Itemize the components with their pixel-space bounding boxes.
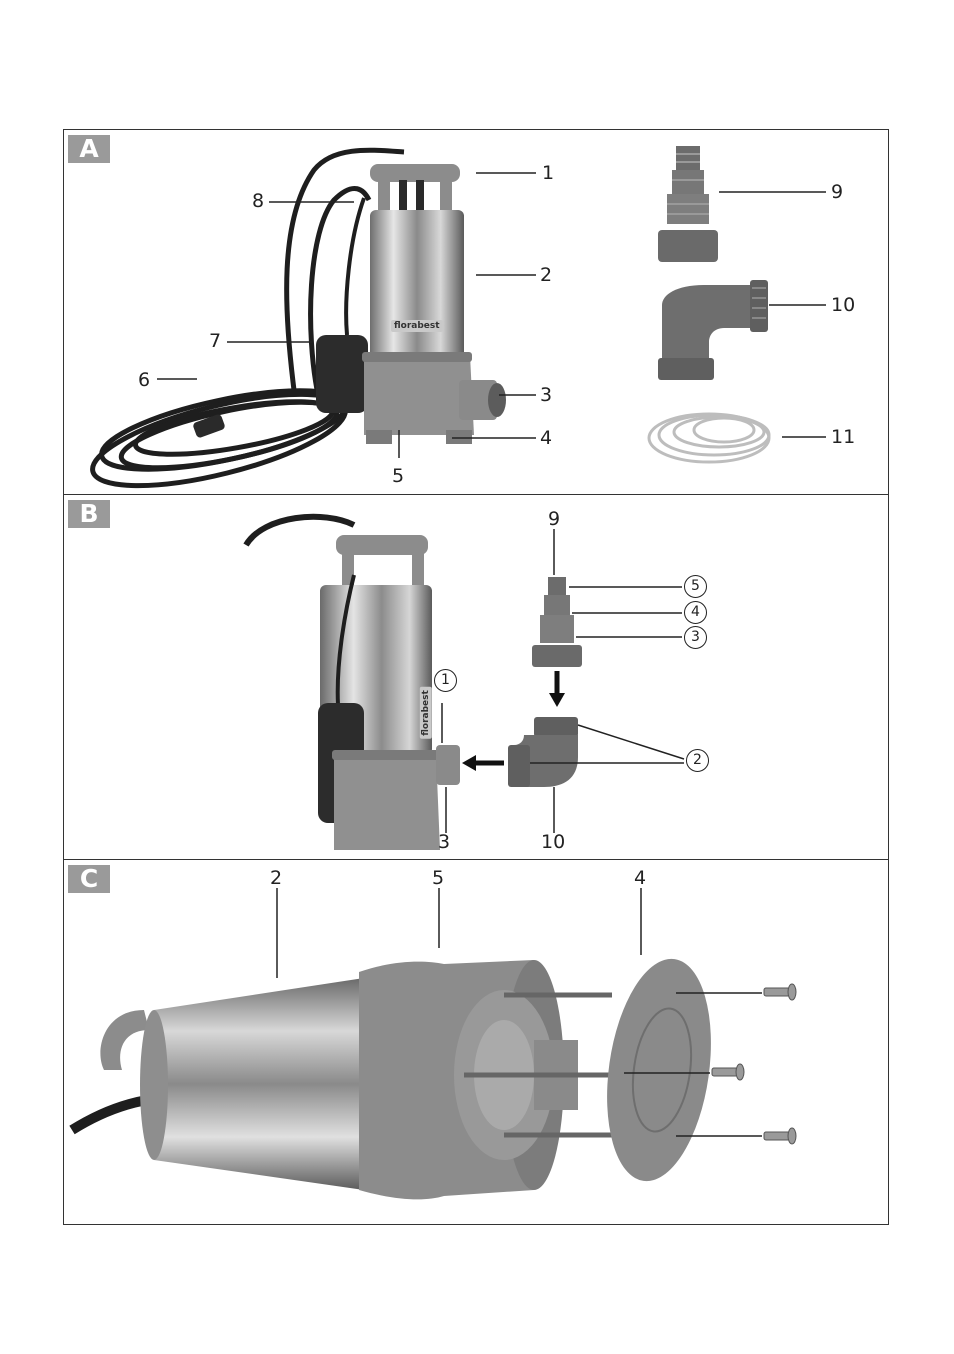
callout-circled-1: 1 [434,669,457,692]
leader-lines-b [441,529,685,833]
power-cable-coil [90,147,405,489]
panel-b-illustration [243,513,685,850]
pump-outlet [459,380,497,420]
pump-base [334,753,440,850]
panel-b: B [63,494,889,860]
leader-lines-c [276,888,762,1137]
hose-adapter-9 [532,577,582,667]
panel-c: C [63,859,889,1225]
brand-logo: florabest [391,320,443,332]
brand-logo: florabest [419,687,432,739]
callout-8: 8 [252,190,265,212]
cable [243,513,356,547]
callout-circled-5: 5 [684,575,707,598]
callout-5: 5 [432,867,445,889]
callout-5: 5 [392,465,405,487]
pump-outlet [436,745,460,785]
elbow-connector-10 [508,717,578,787]
callout-11: 11 [831,426,856,448]
callout-4: 4 [540,427,553,449]
callout-1: 1 [542,162,555,184]
callout-10: 10 [831,294,856,316]
pump-housing [154,978,364,1190]
arrow-down [549,693,565,707]
callout-2: 2 [540,264,553,286]
panel-letter-b: B [68,500,110,528]
carry-handle [370,164,460,182]
panel-letter-a: A [68,135,110,163]
panel-a: A [63,129,889,495]
callout-7: 7 [209,330,222,352]
callout-4: 4 [634,867,647,889]
panel-c-illustration [69,888,797,1200]
panel-letter-c: C [68,865,110,893]
bottom-plate [607,958,711,1182]
callout-3: 3 [438,831,451,853]
hose-adapter-9 [658,146,718,262]
arrow-left [462,755,476,771]
callout-circled-3: 3 [684,626,707,649]
callout-10: 10 [541,831,566,853]
panel-a-illustration [90,146,826,489]
callout-9: 9 [548,508,561,530]
leader-lines-a [157,172,826,458]
carry-handle [100,1010,149,1070]
callout-6: 6 [138,369,151,391]
elbow-connector-10 [658,280,768,380]
float-switch [316,335,368,413]
pump-base [364,355,474,435]
screws [711,983,797,1145]
pump-housing [370,210,464,360]
callout-circled-2: 2 [686,749,709,772]
carry-handle [336,535,428,555]
rope-11 [647,412,771,464]
callout-circled-4: 4 [684,601,707,624]
callout-9: 9 [831,181,844,203]
callout-2: 2 [270,867,283,889]
callout-3: 3 [540,384,553,406]
plug [193,414,225,438]
